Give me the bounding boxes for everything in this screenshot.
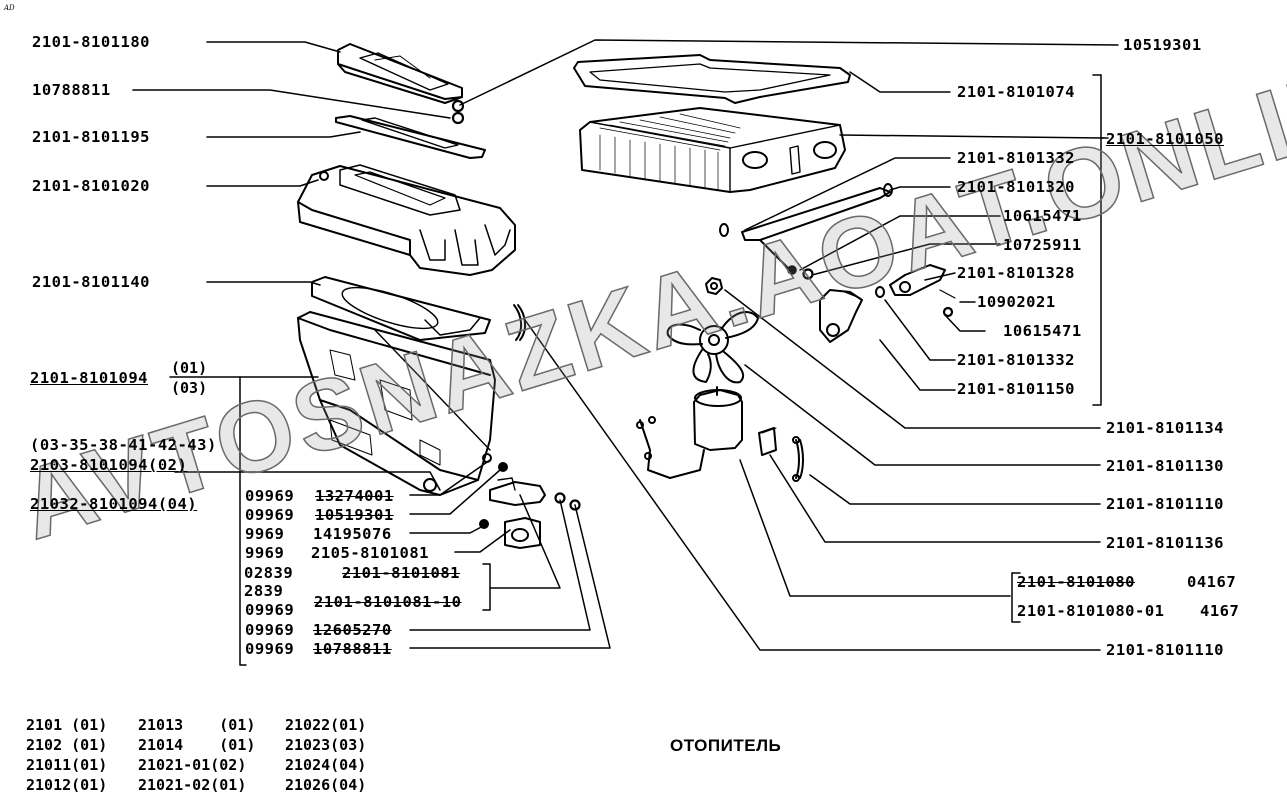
model-cell: 21012(01): [26, 776, 108, 794]
leader-lines-left: [132, 41, 451, 666]
model-row: 21011(01) 21021-01(02) 21024(04): [26, 755, 366, 775]
part-gasket: [335, 115, 486, 159]
part-label-lower-housing-02[interactable]: 2103-8101094(02): [30, 456, 188, 474]
valve-prefix: 02839: [244, 564, 294, 582]
model-cell: 21022(01): [285, 716, 367, 734]
part-pipes: [719, 183, 893, 271]
part-label-lower-housing-04[interactable]: 21032-8101094(04): [30, 495, 198, 513]
valve-part[interactable]: 10519301: [315, 506, 394, 524]
part-label-tap-lever[interactable]: 2101-8101328: [957, 264, 1075, 282]
valve-prefix: 09969: [245, 621, 295, 639]
part-lower-housing: [297, 311, 496, 496]
valve-prefix: 2839: [244, 582, 284, 600]
part-label-bracket[interactable]: 2101-8101136: [1106, 534, 1224, 552]
part-label-seal-2[interactable]: 2101-8101332: [957, 351, 1075, 369]
part-upper-cover: [337, 43, 463, 104]
valve-prefix: 09969: [245, 601, 295, 619]
valve-prefix: 9969: [245, 525, 285, 543]
motor-code-old: 04167: [1187, 573, 1237, 591]
part-tap-lever: [875, 264, 956, 318]
model-cell: 21024(04): [285, 756, 367, 774]
model-cell: 21014 (01): [138, 736, 256, 754]
model-cell: 21021-02(01): [138, 776, 247, 794]
valve-part[interactable]: 2101-8101081-10: [314, 593, 462, 611]
part-fan: [666, 311, 759, 384]
model-row: 21012(01) 21021-02(01) 21026(04): [26, 775, 366, 795]
part-label-washer-2[interactable]: 10615471: [1003, 322, 1082, 340]
valve-part[interactable]: 13274001: [315, 487, 394, 505]
nut: [451, 99, 465, 113]
valve-part[interactable]: 14195076: [313, 525, 392, 543]
valve-part[interactable]: 2101-8101081: [342, 564, 460, 582]
valve-leaders: [409, 459, 611, 649]
part-label-nut[interactable]: 10725911: [1003, 236, 1082, 254]
part-label-nut-top[interactable]: 10519301: [1123, 36, 1202, 54]
part-clip: [792, 436, 804, 482]
part-label-motor-old[interactable]: 2101-8101080: [1017, 573, 1135, 591]
part-label-motor[interactable]: 2101-8101080-01: [1017, 602, 1165, 620]
part-bracket: [758, 427, 777, 456]
part-heater-housing: [297, 164, 516, 276]
motor-code: 4167: [1200, 602, 1240, 620]
part-label-radiator[interactable]: 2101-8101050: [1106, 130, 1224, 148]
clamp-washer: [802, 268, 814, 280]
model-cell: 2101 (01): [26, 716, 108, 734]
part-label-screw[interactable]: 10902021: [977, 293, 1056, 311]
part-label-radiator-frame[interactable]: 2101-8101074: [957, 83, 1075, 101]
part-label-heater-tap[interactable]: 2101-8101150: [957, 380, 1075, 398]
valve-prefix: 9969: [245, 544, 285, 562]
clamp-nut: [787, 265, 797, 275]
part-label-air-duct[interactable]: 2101-8101140: [32, 273, 150, 291]
valve-prefix: 09969: [245, 487, 295, 505]
washer: [451, 111, 465, 125]
model-applicability-table: 2101 (01) 21013 (01) 21022(01) 2102 (01)…: [26, 715, 366, 795]
part-heater-tap: [819, 289, 863, 343]
part-label-heater-housing[interactable]: 2101-8101020: [32, 177, 150, 195]
valve-part[interactable]: 12605270: [313, 621, 392, 639]
part-label-seal[interactable]: 2101-8101332: [957, 149, 1075, 167]
valve-part[interactable]: 2105-8101081: [311, 544, 429, 562]
variant-01: (01): [171, 359, 208, 377]
part-label-lower-housing[interactable]: 2101-8101094: [30, 369, 148, 387]
variant-list: (03-35-38-41-42-43): [30, 436, 217, 454]
valve-part[interactable]: 10788811: [313, 640, 392, 658]
part-label-gasket[interactable]: 2101-8101195: [32, 128, 150, 146]
corner-mark: AD: [4, 4, 15, 12]
model-cell: 21023(03): [285, 736, 367, 754]
part-radiator: [579, 107, 846, 193]
part-label-washer[interactable]: 10615471: [1003, 207, 1082, 225]
valve-prefix: 09969: [245, 506, 295, 524]
part-air-duct: [311, 276, 491, 341]
part-clip-2: [513, 304, 526, 341]
part-label-nut[interactable]: 10788811: [32, 81, 111, 99]
part-label-fan-nut[interactable]: 2101-8101134: [1106, 419, 1224, 437]
model-row: 2102 (01) 21014 (01) 21023(03): [26, 735, 366, 755]
part-radiator-frame: [573, 54, 851, 104]
valve-prefix: 09969: [245, 640, 295, 658]
part-fan-nut: [705, 277, 723, 295]
model-cell: 21021-01(02): [138, 756, 247, 774]
model-cell: 21013 (01): [138, 716, 256, 734]
model-cell: 21026(04): [285, 776, 367, 794]
model-cell: 21011(01): [26, 756, 108, 774]
model-row: 2101 (01) 21013 (01) 21022(01): [26, 715, 366, 735]
part-valve-assembly: [479, 453, 581, 549]
part-label-pipes[interactable]: 2101-8101320: [957, 178, 1075, 196]
part-label-fan[interactable]: 2101-8101130: [1106, 457, 1224, 475]
leader-lines-right: [459, 39, 1119, 651]
variant-03: (03): [171, 379, 208, 397]
model-cell: 2102 (01): [26, 736, 108, 754]
part-motor: [636, 386, 743, 479]
diagram-title: ОТОПИТЕЛЬ: [670, 736, 782, 755]
part-label-clip-2[interactable]: 2101-8101110: [1106, 641, 1224, 659]
part-label-clip[interactable]: 2101-8101110: [1106, 495, 1224, 513]
part-label-upper-cover[interactable]: 2101-8101180: [32, 33, 150, 51]
